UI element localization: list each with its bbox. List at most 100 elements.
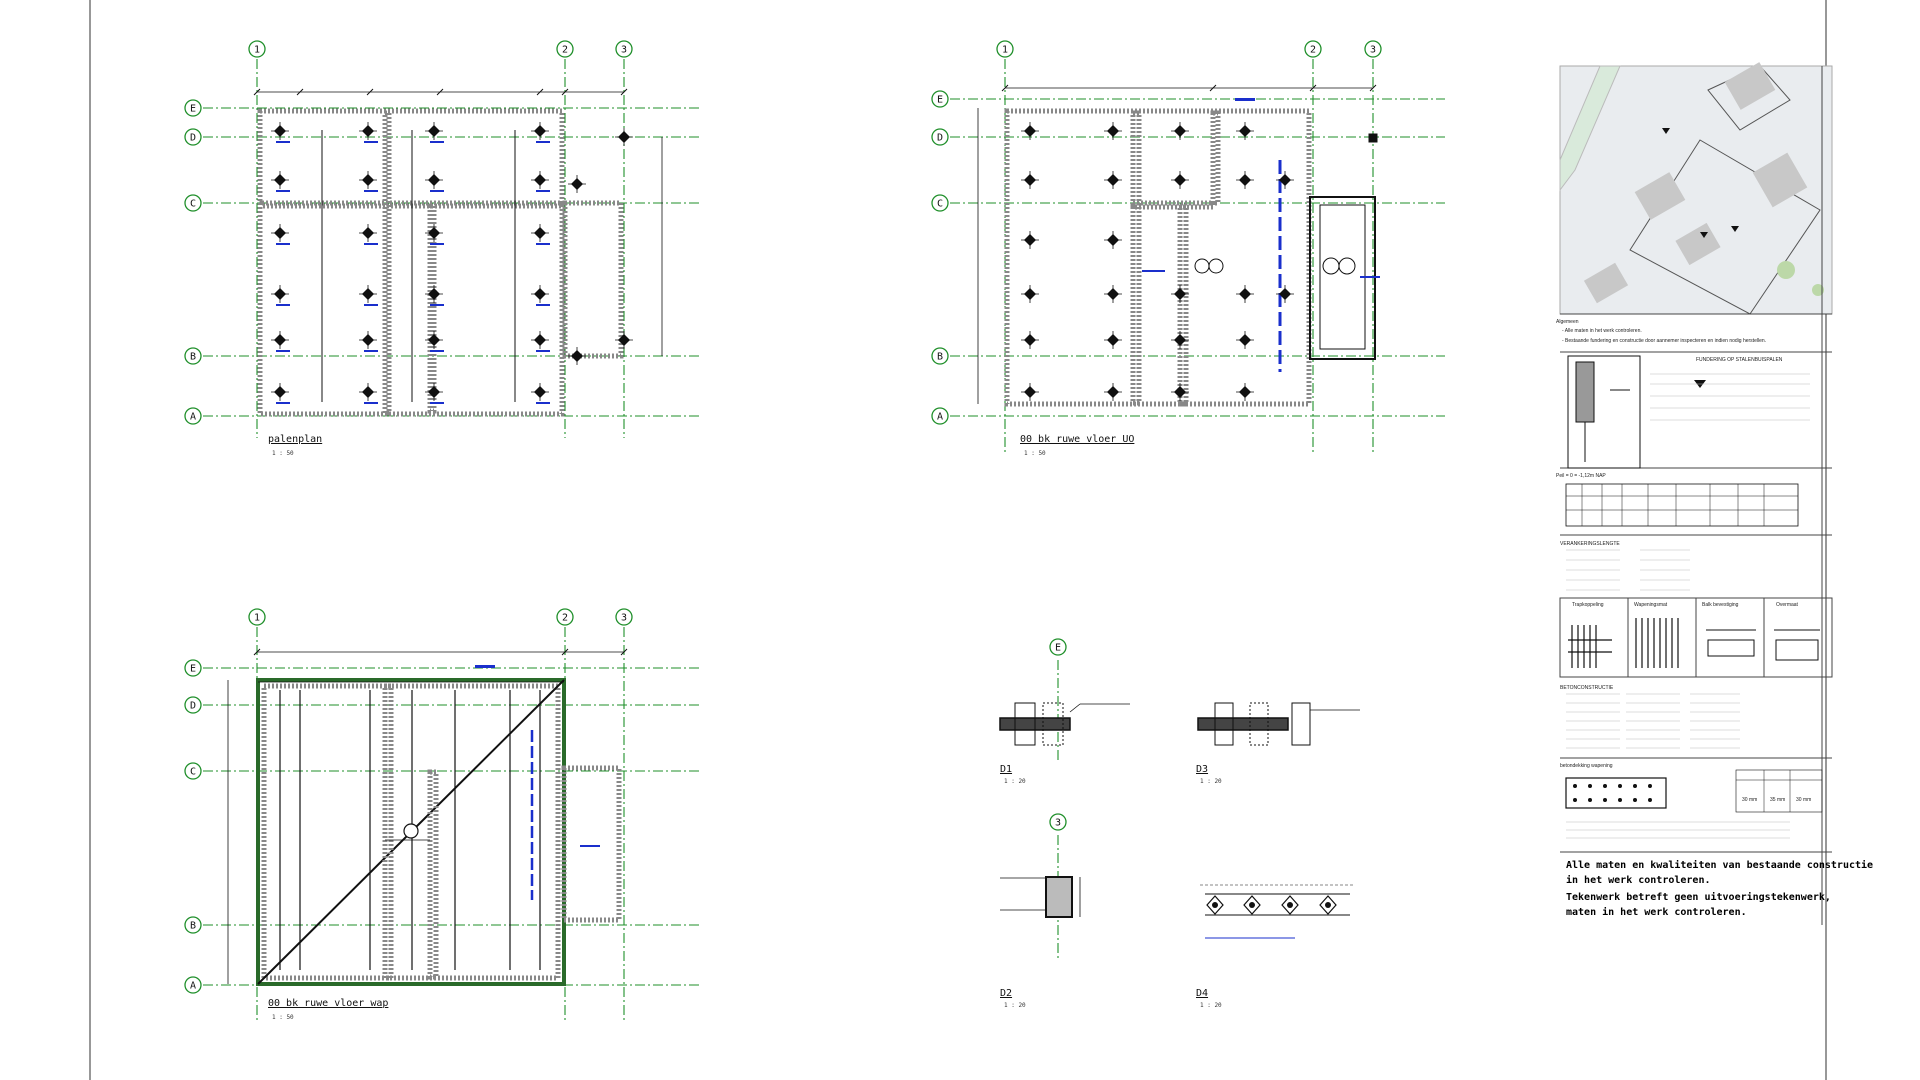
plan3-inner-border (261, 683, 561, 981)
grid-bubble (1049, 813, 1067, 831)
tb-legend-rect (1707, 639, 1755, 657)
plan2-annex-inner (1319, 204, 1366, 350)
grid-bubble (184, 194, 202, 212)
tb-rebar-section (1565, 777, 1667, 809)
detail-d1-block (1014, 702, 1036, 746)
tb-legend-box (1559, 597, 1629, 678)
grid-bubble-label: D (190, 701, 196, 712)
grid-bubble-label: B (190, 921, 196, 932)
grid-bubble-label: E (1055, 643, 1061, 654)
grid-bubble (248, 608, 266, 626)
plan2-outer-wall (1004, 108, 1312, 407)
grid-bubble (184, 407, 202, 425)
plan1-grid-bubble-col: 2 (556, 40, 574, 58)
tb-general-heading: Algemeen (1556, 319, 1579, 325)
plan2-grid-bubble-row: B (931, 347, 949, 365)
tb-materials-heading: BETONCONSTRUCTIE (1560, 685, 1614, 691)
grid-bubble (184, 976, 202, 994)
tb-note-3: Tekenwerk betreft geen uitvoeringstekenw… (1566, 892, 1831, 903)
grid-bubble (184, 347, 202, 365)
plan2-grid-bubble-row: E (931, 90, 949, 108)
plan1-pile-label (430, 304, 444, 306)
plan3-drain (403, 823, 419, 839)
plan1-pile-label (276, 350, 290, 352)
tb-rebar-dot (1633, 784, 1637, 788)
plan3-blue-tag (475, 665, 495, 668)
plan1-pile-label (364, 350, 378, 352)
grid-bubble-label: 1 (254, 45, 260, 56)
plan1-pile-label (364, 304, 378, 306)
detail-d4-scale: 1 : 20 (1200, 1002, 1222, 1009)
tb-legend-2: Wapeningsmat (1634, 602, 1668, 608)
plan2-inner-wall (1177, 203, 1189, 407)
grid-bubble (184, 659, 202, 677)
plan1-dim-tick (436, 88, 444, 96)
plan1-pile-label (536, 141, 550, 143)
tb-level-ref: Peil = 0 = -1,12m NAP (1556, 473, 1606, 479)
grid-bubble-label: A (190, 981, 196, 992)
tb-legend-3: Balk bevestiging (1702, 602, 1739, 608)
plan1-grid-bubble-col: 3 (615, 40, 633, 58)
grid-bubble (615, 40, 633, 58)
plan1-grid-bubble-row: D (184, 128, 202, 146)
plan2-grid-bubble-col: 2 (1304, 40, 1322, 58)
grid-bubble-label: 3 (1370, 45, 1376, 56)
map-tree (1777, 261, 1795, 279)
grid-bubble (248, 40, 266, 58)
plan2-dim-tick (1309, 84, 1317, 92)
plan2-dim-tick (1369, 84, 1377, 92)
grid-bubble-label: 1 (1002, 45, 1008, 56)
plan3-grid-bubble-row: B (184, 916, 202, 934)
plan1-pile-label (276, 402, 290, 404)
tb-rebar-dot (1618, 784, 1622, 788)
tb-note-2: in het werk controleren. (1566, 875, 1711, 886)
grid-bubble (556, 40, 574, 58)
plan1-pile-label (536, 350, 550, 352)
plan1-grid-bubble-col: 1 (248, 40, 266, 58)
map-level-marker (1662, 128, 1670, 134)
map-green-strip (1559, 65, 1621, 192)
plan1-grid-bubble-row: B (184, 347, 202, 365)
tb-general-line-2: - Bestaande fundering en constructie doo… (1562, 338, 1767, 344)
plan2-grid-bubble-row: C (931, 194, 949, 212)
tb-legend-4: Overmaat (1776, 602, 1798, 608)
plan2-grid-bubble-col: 3 (1364, 40, 1382, 58)
plan2-drain (1208, 258, 1224, 274)
plan3-dim-tick (561, 648, 569, 656)
plan1-inner-wall (382, 110, 392, 416)
tb-general-line-1: - Alle maten in het werk controleren. (1562, 328, 1642, 334)
grid-bubble (996, 40, 1014, 58)
plan2-drain (1322, 257, 1340, 275)
grid-bubble-label: A (190, 412, 196, 423)
map-building (1724, 62, 1776, 110)
tb-foundation-heading: FUNDERING OP STALENBUISPALEN (1696, 357, 1783, 363)
detail-d3-title: D3 (1196, 764, 1209, 775)
tb-rebar-dot (1618, 798, 1622, 802)
detail-d3-scale: 1 : 20 (1200, 778, 1222, 785)
grid-bubble-label: 2 (562, 613, 568, 624)
map-building (1675, 222, 1721, 266)
plan3-title: 00 bk ruwe vloer wap (268, 998, 389, 1009)
grid-bubble (184, 762, 202, 780)
plan1-title: palenplan (268, 434, 323, 445)
grid-bubble-label: E (937, 95, 943, 106)
plan1-pile-label (536, 243, 550, 245)
tb-legend-box (1763, 597, 1833, 678)
plan3-grid-bubble-col: 1 (248, 608, 266, 626)
tb-note-1: Alle maten en kwaliteiten van bestaande … (1566, 860, 1874, 871)
detail-d4-title: D4 (1196, 988, 1209, 999)
map-building (1634, 172, 1686, 220)
detail-d3-block (1249, 702, 1269, 746)
grid-bubble (931, 407, 949, 425)
detail-d4-pile (1319, 895, 1337, 915)
plan1-pile-label (430, 243, 444, 245)
grid-bubble-label: 2 (1310, 45, 1316, 56)
plan3-inner-wall (382, 683, 394, 981)
grid-bubble (184, 128, 202, 146)
tb-note-4: maten in het werk controleren. (1566, 907, 1747, 918)
plan2-drain (1338, 257, 1356, 275)
plan1-dim-tick (561, 88, 569, 96)
plan3-annex (561, 765, 622, 923)
